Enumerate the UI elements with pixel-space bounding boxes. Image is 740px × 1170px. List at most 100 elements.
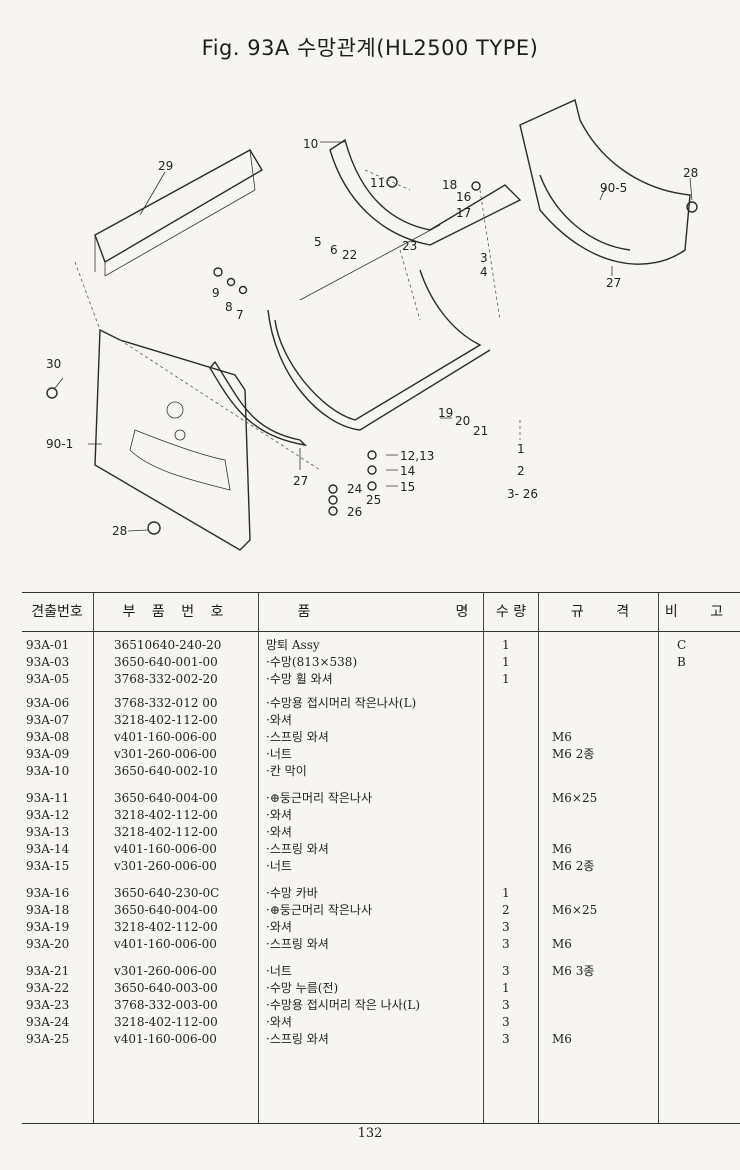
cell-name: ·수망 휠 와셔	[266, 672, 333, 686]
cell-no: 93A-18	[26, 903, 70, 917]
cell-qty: 1	[502, 655, 510, 669]
cell-no: 93A-15	[26, 859, 70, 873]
cell-no: 93A-09	[26, 747, 70, 761]
cell-part: 36510640-240-20	[114, 638, 222, 652]
cell-part: 3650-640-003-00	[114, 981, 218, 995]
nut-28-left	[147, 521, 161, 535]
cell-no: 93A-13	[26, 825, 70, 839]
cell-qty: 3	[502, 998, 510, 1012]
cell-part: v401-160-006-00	[114, 842, 217, 856]
callout-90-5: 90-5	[600, 181, 627, 195]
cell-name: ·수망 누름(전)	[266, 981, 339, 995]
callout-9: 9	[212, 286, 220, 300]
cell-name: ·스프링 와셔	[266, 730, 329, 744]
cell-name: ·와셔	[266, 920, 292, 934]
cell-spec: M6	[552, 842, 572, 856]
callout-20: 20	[455, 414, 470, 428]
cell-part: 3768-332-002-20	[114, 672, 218, 686]
cell-part: v301-260-006-00	[114, 859, 217, 873]
callout-1: 1	[517, 442, 525, 456]
cell-spec: M6	[552, 730, 572, 744]
callout-6: 6	[330, 243, 338, 257]
cell-part: v301-260-006-00	[114, 747, 217, 761]
callout-25: 25	[366, 493, 381, 507]
cell-qty: 3	[502, 1032, 510, 1046]
cell-qty: 3	[502, 920, 510, 934]
cell-no: 93A-07	[26, 713, 70, 727]
washer-12	[367, 450, 377, 460]
cell-part: 3218-402-112-00	[114, 920, 218, 934]
cell-name: ·수망용 접시머리 작은나사(L)	[266, 696, 417, 710]
header-part-number: 부 품 번 호	[122, 604, 230, 620]
cell-no: 93A-03	[26, 655, 70, 669]
part-90-5-cover	[519, 99, 691, 265]
cell-name: ·스프링 와셔	[266, 937, 329, 951]
cell-name: ·와셔	[266, 1015, 292, 1029]
cell-no: 93A-20	[26, 937, 70, 951]
cell-part: 3218-402-112-00	[114, 808, 218, 822]
cell-qty: 1	[502, 886, 510, 900]
callout-26: 26	[347, 505, 362, 519]
cell-no: 93A-05	[26, 672, 70, 686]
exploded-parts-diagram: 29 10 11 18 16 17 5 6 22 23 3 4 90-5 28 …	[46, 99, 698, 551]
cell-part: 3650-640-001-00	[114, 655, 218, 669]
cell-note: B	[677, 655, 686, 669]
divider	[258, 593, 259, 1123]
callout-23: 23	[402, 239, 417, 253]
washer-9	[213, 267, 223, 277]
callout-10: 10	[303, 137, 318, 151]
nut-26	[328, 506, 338, 516]
cell-part: v401-160-006-00	[114, 937, 217, 951]
callout-8: 8	[225, 300, 233, 314]
callout-18: 18	[442, 178, 457, 192]
cell-no: 93A-10	[26, 764, 70, 778]
callout-4: 4	[480, 265, 488, 279]
page-number: 132	[357, 1126, 383, 1141]
callout-29: 29	[158, 159, 173, 173]
cell-name: ·스프링 와셔	[266, 842, 329, 856]
callout-28-right: 28	[683, 166, 698, 180]
callout-27-left: 27	[293, 474, 308, 488]
bolt-30	[46, 387, 58, 399]
header-name-right: 명	[455, 604, 469, 620]
cell-part: v401-160-006-00	[114, 1032, 217, 1046]
part-27-strip-left	[209, 360, 308, 447]
cell-spec: M6 2종	[552, 859, 595, 873]
cell-spec: M6 3종	[552, 964, 595, 978]
header-qty: 수 량	[495, 604, 527, 620]
cell-qty: 1	[502, 672, 510, 686]
callout-16: 16	[456, 190, 471, 204]
cell-part: 3650-640-002-10	[114, 764, 218, 778]
cell-part: v401-160-006-00	[114, 730, 217, 744]
cell-name: ·와셔	[266, 808, 292, 822]
divider	[538, 593, 539, 1123]
cell-name: ·수망용 접시머리 작은 나사(L)	[266, 998, 421, 1012]
header-no: 견출번호	[31, 604, 83, 620]
cell-spec: M6	[552, 1032, 572, 1046]
cell-qty: 1	[502, 638, 510, 652]
table-row: 93A-05 3768-332-002-20 ·수망 휠 와셔 1	[22, 671, 740, 688]
screw-18	[471, 181, 481, 191]
cell-no: 93A-16	[26, 886, 70, 900]
cell-qty: 1	[502, 981, 510, 995]
callout-24: 24	[347, 482, 362, 496]
cell-name: ·스프링 와셔	[266, 1032, 329, 1046]
divider	[93, 593, 94, 1123]
washer-8	[226, 277, 236, 287]
callout-3: 3	[480, 251, 488, 265]
nut-15	[367, 481, 377, 491]
